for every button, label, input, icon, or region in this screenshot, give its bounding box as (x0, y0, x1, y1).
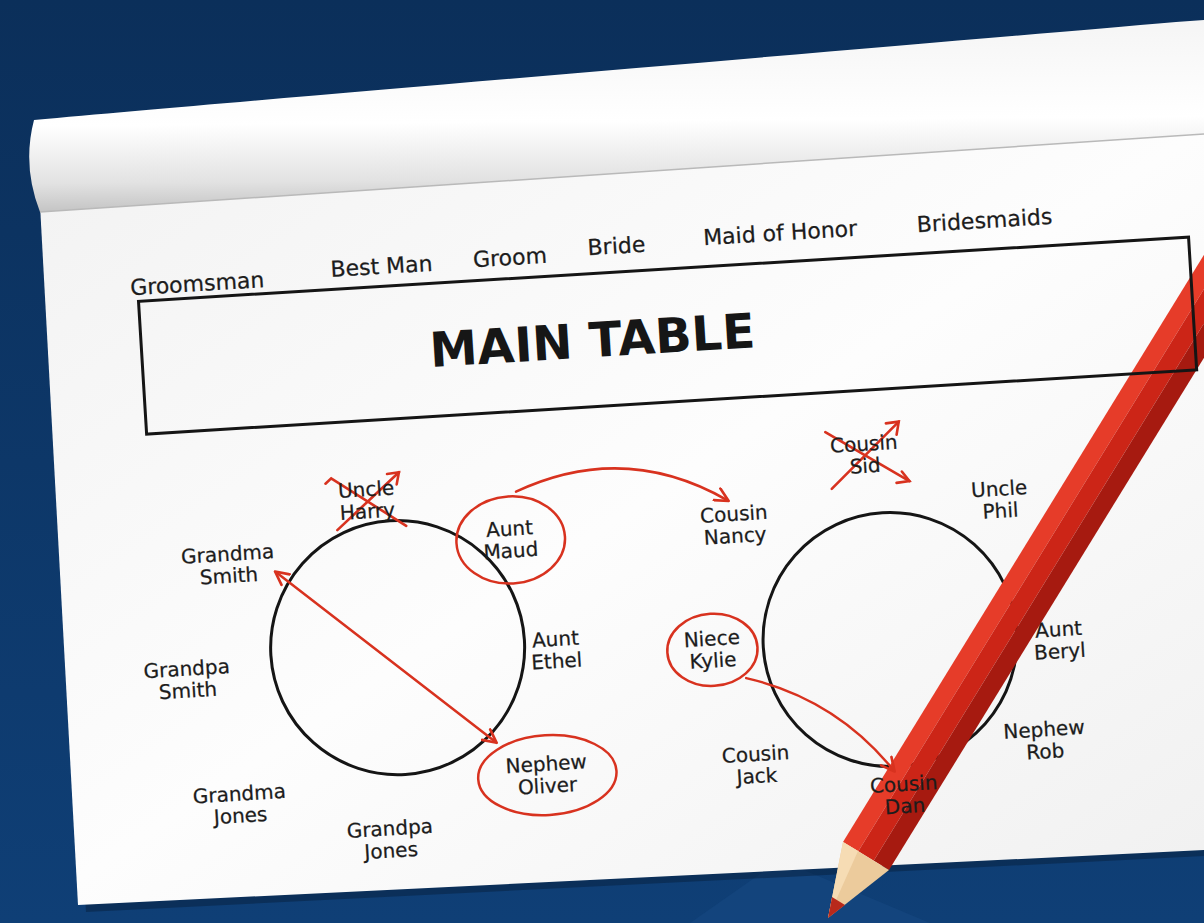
pencil-lead (828, 897, 845, 918)
seat-name: Grandma Jones (192, 779, 288, 829)
seat-name: Aunt Ethel (529, 626, 583, 674)
circle-mark-stroke (453, 493, 567, 587)
guest-name: Grandma Smith (180, 540, 276, 590)
seat-label: Bridesmaids (916, 203, 1053, 236)
guest-name: Cousin Nancy (699, 500, 769, 549)
table-title: MAIN TABLE (428, 302, 757, 378)
cross-stroke (828, 422, 903, 489)
guest-name: Uncle Phil (970, 475, 1029, 523)
seat-name: Uncle Harry (337, 476, 396, 524)
seat-name: Cousin Nancy (699, 500, 769, 549)
seat-label: Groomsman (129, 267, 265, 300)
guest-name: Aunt Beryl (1032, 616, 1086, 664)
seat-label: Groom (472, 242, 547, 271)
pencil-facet (843, 201, 1204, 851)
guest-name: Grandpa Smith (143, 654, 232, 704)
circle-mark-stroke (665, 611, 760, 689)
seat-name: Uncle Phil (970, 475, 1029, 523)
red-arrow (746, 678, 894, 770)
roll-fold (40, 134, 1204, 212)
seat-name: Cousin Sid (829, 430, 899, 479)
circle-mark-stroke (475, 731, 618, 819)
pencil-wood (828, 842, 889, 918)
paper-sheet (40, 128, 1204, 905)
guest-name: Uncle Harry (337, 476, 396, 524)
cross-stroke (334, 472, 402, 530)
guest-name: Aunt Ethel (529, 626, 583, 674)
guest-name: Cousin Dan (869, 770, 939, 819)
seat-name: Cousin Dan (869, 770, 939, 819)
seat-name: Grandma Smith (180, 540, 276, 590)
seat-name: Nephew Rob (1003, 715, 1087, 765)
guest-name: Grandpa Jones (346, 814, 435, 864)
red-arrow (516, 468, 728, 500)
red-arrow (276, 572, 496, 742)
main-table-box: MAIN TABLE (137, 235, 1198, 435)
seat-label: Best Man (330, 250, 433, 281)
cross-flick (896, 471, 910, 483)
pencil-facet (858, 210, 1204, 860)
cross-stroke (325, 474, 406, 531)
circled-name: Aunt Maud (452, 490, 568, 589)
cross-stroke (825, 427, 909, 486)
cross-out (825, 421, 910, 489)
seat-name: Aunt Beryl (1032, 616, 1086, 664)
cross-out (325, 472, 406, 531)
guest-name: Grandma Jones (192, 779, 288, 829)
guest-name: Aunt Maud (481, 515, 539, 563)
pencil-wood (828, 842, 858, 918)
guest-name: Cousin Sid (829, 430, 899, 479)
seat-label: Maid of Honor (702, 215, 857, 249)
paper-roll (29, 20, 1204, 212)
guest-name: Nephew Oliver (505, 750, 589, 800)
seat-label: Bride (587, 231, 646, 259)
seat-name: Grandpa Smith (143, 654, 232, 704)
seat-name: Cousin Jack (721, 740, 791, 789)
guest-name: Cousin Jack (721, 740, 791, 789)
seat-name: Grandpa Jones (346, 814, 435, 864)
guest-name: Niece Kylie (683, 625, 742, 673)
guest-name: Nephew Rob (1003, 715, 1087, 765)
